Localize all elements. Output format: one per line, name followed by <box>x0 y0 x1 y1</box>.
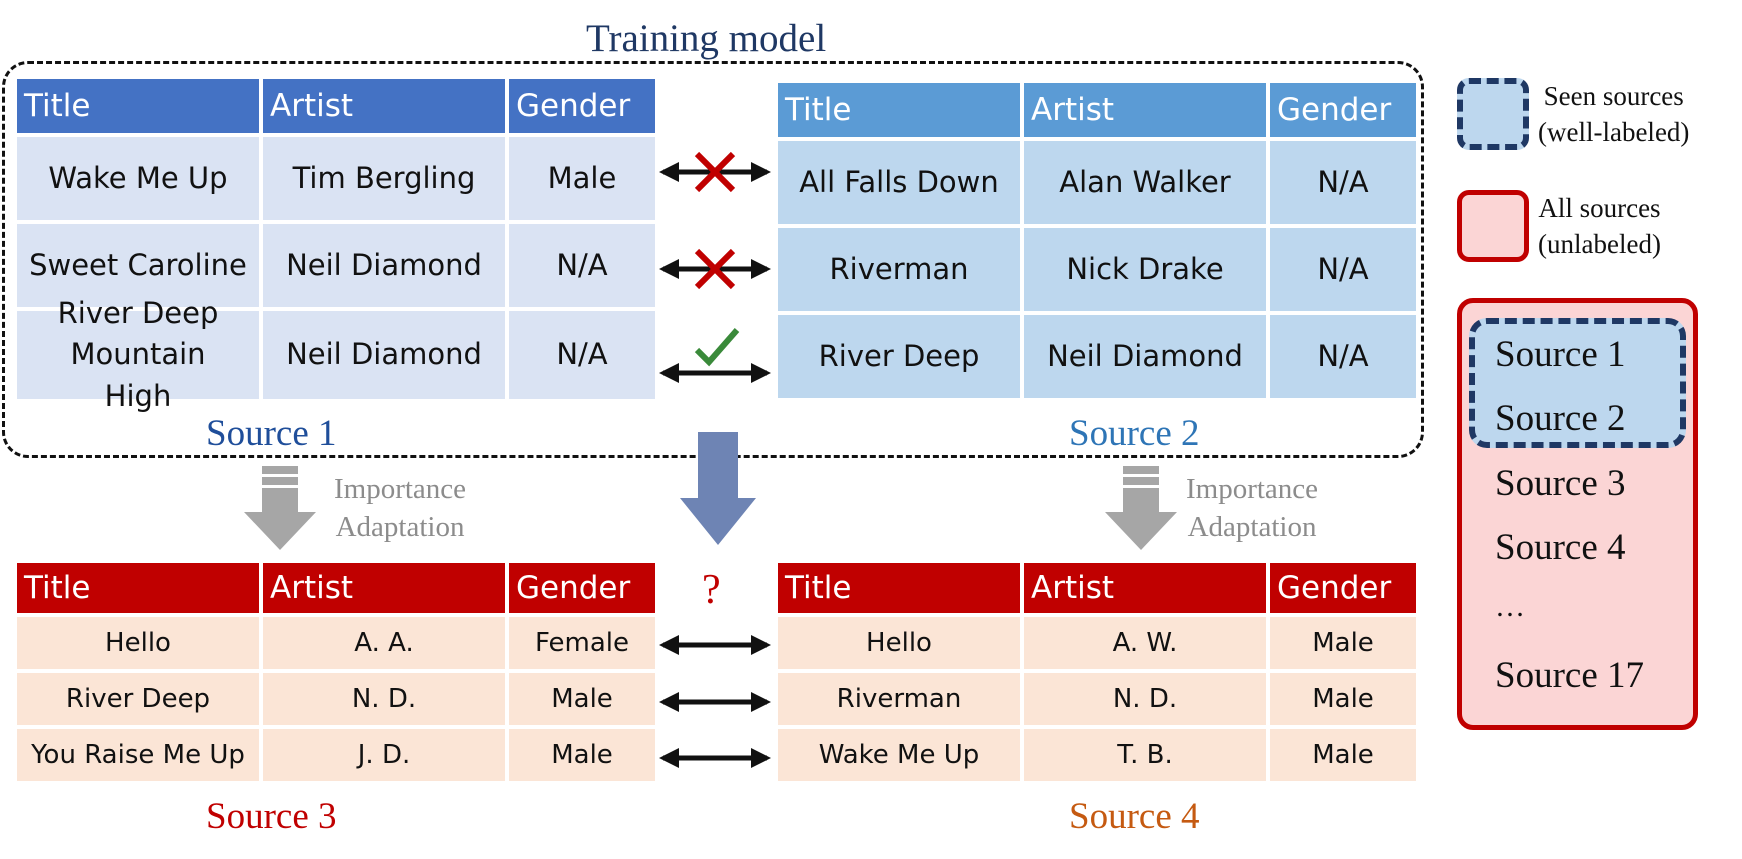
header-gender: Gender <box>1270 563 1416 613</box>
cross-icon <box>694 151 736 193</box>
cell-artist: Neil Diamond <box>263 311 505 399</box>
training-model-title: Training model <box>586 17 827 60</box>
cell-gender: Female <box>509 617 655 669</box>
header-title: Title <box>17 79 259 133</box>
seen-sources-legend: Seen sources (well-labeled) <box>1538 78 1689 151</box>
source3-label: Source 3 <box>206 796 337 837</box>
cell-title: Hello <box>778 617 1020 669</box>
adaptation-line1: Importance <box>334 473 467 505</box>
cell-artist: A. A. <box>263 617 505 669</box>
adaptation-arrow-icon <box>1105 466 1177 550</box>
down-arrow-icon <box>680 432 756 545</box>
cell-title: Hello <box>17 617 259 669</box>
source4-table: Title Artist Gender Hello A. W. Male Riv… <box>778 563 1416 781</box>
seen-legend-line1: Seen sources <box>1543 81 1684 111</box>
header-artist: Artist <box>1024 83 1266 137</box>
cell-gender: N/A <box>509 311 655 399</box>
source2-label: Source 2 <box>1069 413 1200 454</box>
source-list-item: Source 1 <box>1495 334 1626 375</box>
header-title: Title <box>17 563 259 613</box>
source2-table: Title Artist Gender All Falls Down Alan … <box>778 83 1416 398</box>
cell-title: Riverman <box>778 228 1020 311</box>
header-title: Title <box>778 563 1020 613</box>
cell-title: Wake Me Up <box>17 137 259 220</box>
header-title: Title <box>778 83 1020 137</box>
seen-sources-group <box>1469 318 1686 448</box>
cell-gender: Male <box>509 729 655 781</box>
cell-gender: Male <box>509 673 655 725</box>
match-arrows <box>659 151 771 383</box>
source3-table: Title Artist Gender Hello A. A. Female R… <box>17 563 655 781</box>
cell-gender: Male <box>509 137 655 220</box>
question-mark: ? <box>702 567 721 613</box>
pair-arrows <box>659 635 771 768</box>
cell-gender: Male <box>1270 729 1416 781</box>
cell-artist: Alan Walker <box>1024 141 1266 224</box>
source-list-ellipsis: … <box>1495 590 1525 623</box>
check-icon <box>694 328 740 367</box>
cell-title: Wake Me Up <box>778 729 1020 781</box>
source-list-item: Source 4 <box>1495 527 1626 568</box>
header-artist: Artist <box>263 79 505 133</box>
source-list-item: Source 2 <box>1495 398 1626 439</box>
seen-sources-swatch <box>1457 78 1529 150</box>
seen-legend-line2: (well-labeled) <box>1538 117 1690 148</box>
cross-icon <box>694 248 736 290</box>
header-gender: Gender <box>509 563 655 613</box>
cell-title: River Deep <box>17 673 259 725</box>
header-artist: Artist <box>1024 563 1266 613</box>
source1-label: Source 1 <box>206 413 337 454</box>
cell-artist: Neil Diamond <box>1024 315 1266 398</box>
cell-gender: Male <box>1270 673 1416 725</box>
header-gender: Gender <box>1270 83 1416 137</box>
all-legend-line1: All sources <box>1538 193 1661 223</box>
all-sources-legend: All sources (unlabeled) <box>1538 190 1661 263</box>
all-sources-swatch <box>1457 190 1529 262</box>
cell-gender: N/A <box>1270 228 1416 311</box>
adaptation-line2: Adaptation <box>335 510 465 543</box>
cell-title: Riverman <box>778 673 1020 725</box>
cell-artist: N. D. <box>263 673 505 725</box>
cell-artist: T. B. <box>1024 729 1266 781</box>
cell-artist: Nick Drake <box>1024 228 1266 311</box>
source-list-item: Source 17 <box>1495 655 1644 696</box>
cell-artist: Tim Bergling <box>263 137 505 220</box>
cell-artist: J. D. <box>263 729 505 781</box>
cell-title: River Deep Mountain High <box>17 296 259 413</box>
adaptation-text-left: Importance Adaptation <box>334 471 466 546</box>
cell-artist: A. W. <box>1024 617 1266 669</box>
source4-label: Source 4 <box>1069 796 1200 837</box>
cell-title: Sweet Caroline <box>17 224 259 307</box>
cell-title: You Raise Me Up <box>17 729 259 781</box>
adaptation-line1: Importance <box>1186 473 1319 505</box>
header-gender: Gender <box>509 79 655 133</box>
adaptation-line2: Adaptation <box>1187 510 1317 543</box>
cell-gender: N/A <box>509 224 655 307</box>
header-artist: Artist <box>263 563 505 613</box>
cell-gender: Male <box>1270 617 1416 669</box>
cell-artist: Neil Diamond <box>263 224 505 307</box>
cell-artist: N. D. <box>1024 673 1266 725</box>
adaptation-text-right: Importance Adaptation <box>1186 471 1318 546</box>
cell-gender: N/A <box>1270 141 1416 224</box>
cell-gender: N/A <box>1270 315 1416 398</box>
all-legend-line2: (unlabeled) <box>1538 229 1661 260</box>
cell-title: All Falls Down <box>778 141 1020 224</box>
cell-title: River Deep <box>778 315 1020 398</box>
source1-table: Title Artist Gender Wake Me Up Tim Bergl… <box>17 79 655 413</box>
source-list-item: Source 3 <box>1495 463 1626 504</box>
adaptation-arrow-icon <box>244 466 316 550</box>
